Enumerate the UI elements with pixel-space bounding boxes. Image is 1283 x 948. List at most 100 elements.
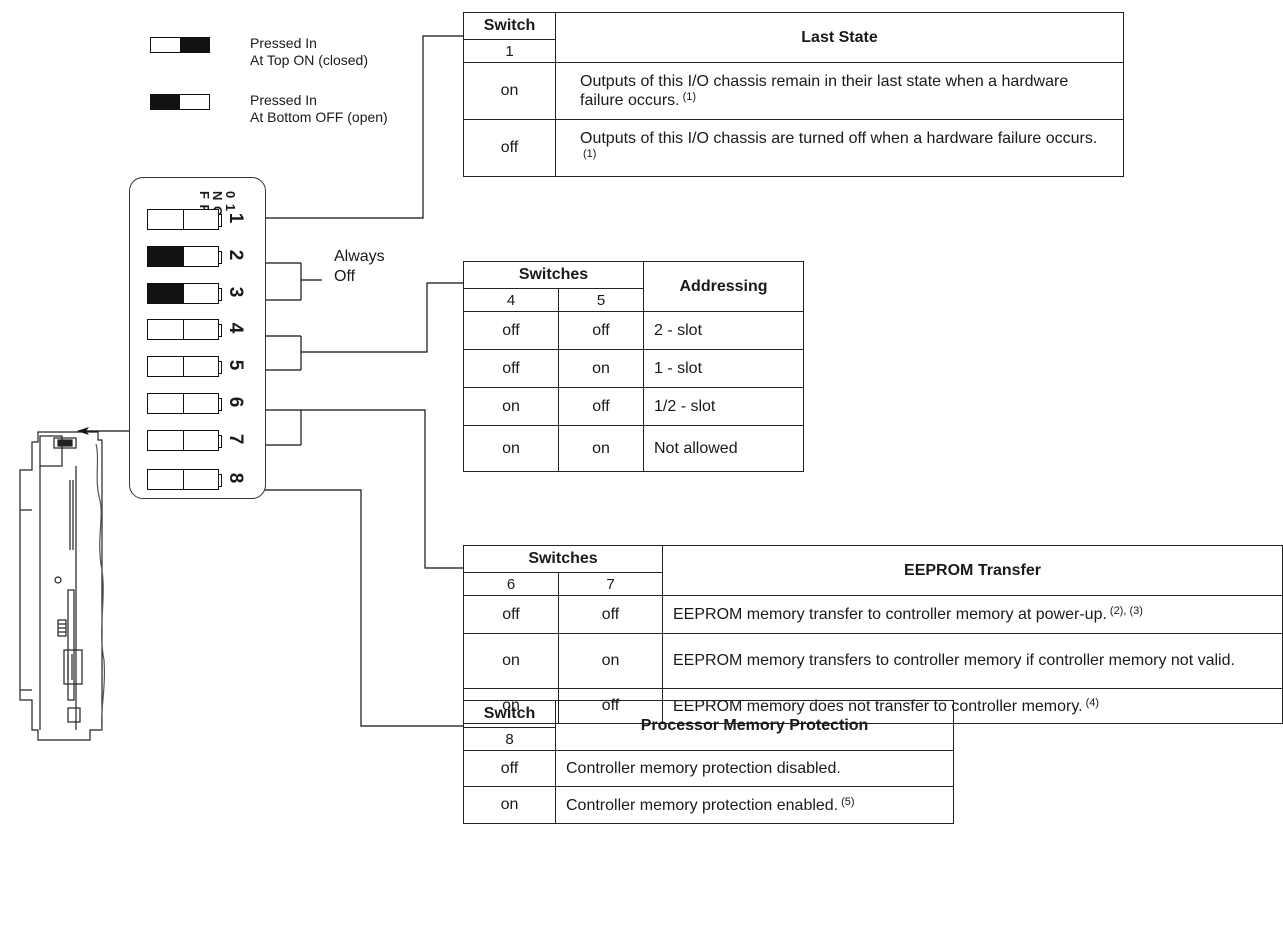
state-cell: off xyxy=(463,595,559,634)
eeprom-switch-b: 7 xyxy=(558,572,663,596)
state-cell: on xyxy=(463,387,559,426)
table-row: on Controller memory protection enabled.… xyxy=(463,786,954,824)
dip-switch-number: 4 xyxy=(225,322,246,334)
dip-switch-nib xyxy=(218,435,222,448)
state-cell: on xyxy=(463,425,559,472)
last-state-switch-num: 1 xyxy=(463,39,556,63)
table-row: off on 1 - slot xyxy=(463,349,804,388)
dip-switch-right-half xyxy=(183,357,218,376)
dip-switch-right-half xyxy=(183,247,218,266)
addressing-title: Addressing xyxy=(643,261,804,312)
dip-switch-left-half xyxy=(148,470,184,489)
dip-switch-body xyxy=(147,430,222,451)
state-cell: on xyxy=(558,425,644,472)
dip-switch-number: 3 xyxy=(225,286,246,298)
always-off-line2: Off xyxy=(334,268,356,285)
processor-chassis-illustration xyxy=(19,431,105,741)
dip-switch-body xyxy=(147,393,222,414)
protection-table: Switch Processor Memory Protection 8 off… xyxy=(463,700,954,824)
addressing-switches-header: Switches xyxy=(463,261,644,289)
eeprom-table: Switches EEPROM Transfer 6 7 off off EEP… xyxy=(463,545,1283,724)
dip-switch-nib xyxy=(218,361,222,374)
legend-on-text: Pressed In At Top ON (closed) xyxy=(250,35,368,69)
last-state-switch-header: Switch xyxy=(463,12,556,40)
dip-switch-number: 8 xyxy=(225,472,246,484)
dip-switch-right-half xyxy=(183,320,218,339)
dip-switch-left-half xyxy=(148,394,184,413)
addressing-table: Switches Addressing 4 5 off off 2 - slot… xyxy=(463,261,804,472)
dip-switch-left-half xyxy=(148,357,184,376)
legend-on-line1: Pressed In xyxy=(250,35,317,51)
dip-switch-right-half xyxy=(183,394,218,413)
dip-switch-nib xyxy=(218,474,222,487)
desc-cell: Controller memory protection enabled.(5) xyxy=(555,786,954,824)
table-row: off off 2 - slot xyxy=(463,311,804,350)
dip-switch-nib xyxy=(218,398,222,411)
always-off-line1: Always xyxy=(334,248,385,265)
legend-switch-off-icon xyxy=(150,94,210,110)
wire-switch1 xyxy=(251,35,463,222)
dip-switch-number: 6 xyxy=(225,396,246,408)
legend-off-line2: At Bottom OFF (open) xyxy=(250,109,388,125)
protection-title: Processor Memory Protection xyxy=(555,700,954,751)
dip-switch-right-half xyxy=(183,431,218,450)
legend-off-line1: Pressed In xyxy=(250,92,317,108)
desc-cell: 2 - slot xyxy=(643,311,804,350)
footnote: (4) xyxy=(1085,696,1100,709)
dip-switch-left-half xyxy=(148,284,184,303)
table-row: off off EEPROM memory transfer to contro… xyxy=(463,595,1283,634)
state-cell: on xyxy=(463,633,559,689)
dip-switch-left-half xyxy=(148,247,184,266)
desc-cell: EEPROM memory transfers to controller me… xyxy=(662,633,1283,689)
desc-cell: 1 - slot xyxy=(643,349,804,388)
desc-cell: Outputs of this I/O chassis are turned o… xyxy=(555,119,1124,177)
footnote: (1) xyxy=(682,90,697,103)
dip-switch-number: 1 xyxy=(225,212,246,224)
state-cell: on xyxy=(558,633,663,689)
desc-text: Controller memory protection disabled. xyxy=(566,759,841,777)
desc-text: Outputs of this I/O chassis remain in th… xyxy=(580,72,1069,109)
state-cell: off xyxy=(558,595,663,634)
desc-text: EEPROM memory transfers to controller me… xyxy=(673,652,1235,669)
addressing-switch-b: 5 xyxy=(558,288,644,312)
desc-text: Controller memory protection enabled. xyxy=(566,796,839,814)
wire-switches-6-7 xyxy=(301,409,463,569)
table-row: off Outputs of this I/O chassis are turn… xyxy=(463,119,1124,177)
desc-cell: Not allowed xyxy=(643,425,804,472)
legend-on-line2: At Top ON (closed) xyxy=(250,52,369,68)
dip-switch-number: 7 xyxy=(225,433,246,445)
desc-text: Outputs of this I/O chassis are turned o… xyxy=(580,129,1098,147)
dip-switch-body xyxy=(147,469,222,490)
always-off-label: Always Off xyxy=(334,247,385,287)
last-state-title: Last State xyxy=(555,12,1124,63)
table-row: on off 1/2 - slot xyxy=(463,387,804,426)
state-cell: off xyxy=(463,750,556,787)
dip-switch-body xyxy=(147,356,222,377)
eeprom-switches-header: Switches xyxy=(463,545,663,573)
table-row: on Outputs of this I/O chassis remain in… xyxy=(463,62,1124,120)
dip-switch-body xyxy=(147,283,222,304)
dip-switch-number: 5 xyxy=(225,359,246,371)
dip-switch-number: 2 xyxy=(225,249,246,261)
desc-text: EEPROM memory transfer to controller mem… xyxy=(673,606,1107,623)
eeprom-title: EEPROM Transfer xyxy=(662,545,1283,596)
protection-switch-num: 8 xyxy=(463,727,556,751)
dip-switch-left-half xyxy=(148,431,184,450)
addressing-switch-a: 4 xyxy=(463,288,559,312)
state-cell: off xyxy=(463,119,556,177)
dip-switch-nib xyxy=(218,251,222,264)
dip-switch-left-half xyxy=(148,320,184,339)
desc-cell: Outputs of this I/O chassis remain in th… xyxy=(555,62,1124,120)
wire-switch8 xyxy=(251,486,463,727)
state-cell: off xyxy=(463,349,559,388)
desc-cell: Controller memory protection disabled. xyxy=(555,750,954,787)
table-row: off Controller memory protection disable… xyxy=(463,750,954,787)
dip-switch-right-half xyxy=(183,210,218,229)
state-cell: on xyxy=(463,786,556,824)
legend-off-text: Pressed In At Bottom OFF (open) xyxy=(250,92,388,126)
desc-cell: EEPROM memory transfer to controller mem… xyxy=(662,595,1283,634)
dip-switch-left-half xyxy=(148,210,184,229)
state-cell: on xyxy=(463,62,556,120)
footnote: (2), (3) xyxy=(1109,605,1143,617)
